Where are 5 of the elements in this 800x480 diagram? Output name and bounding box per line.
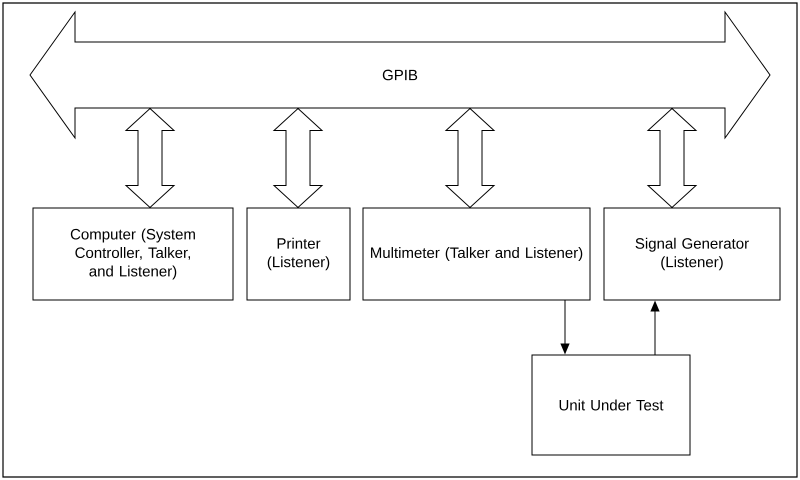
device-box: Unit Under Test — [532, 354, 690, 456]
device-box: Computer (System Controller, Talker, and Listener) — [32, 208, 234, 300]
device-box: Signal Generator (Listener) — [604, 208, 780, 300]
device-box: Printer (Listener) — [246, 208, 350, 300]
device-box: Multimeter (Talker and Listener) — [362, 208, 590, 300]
